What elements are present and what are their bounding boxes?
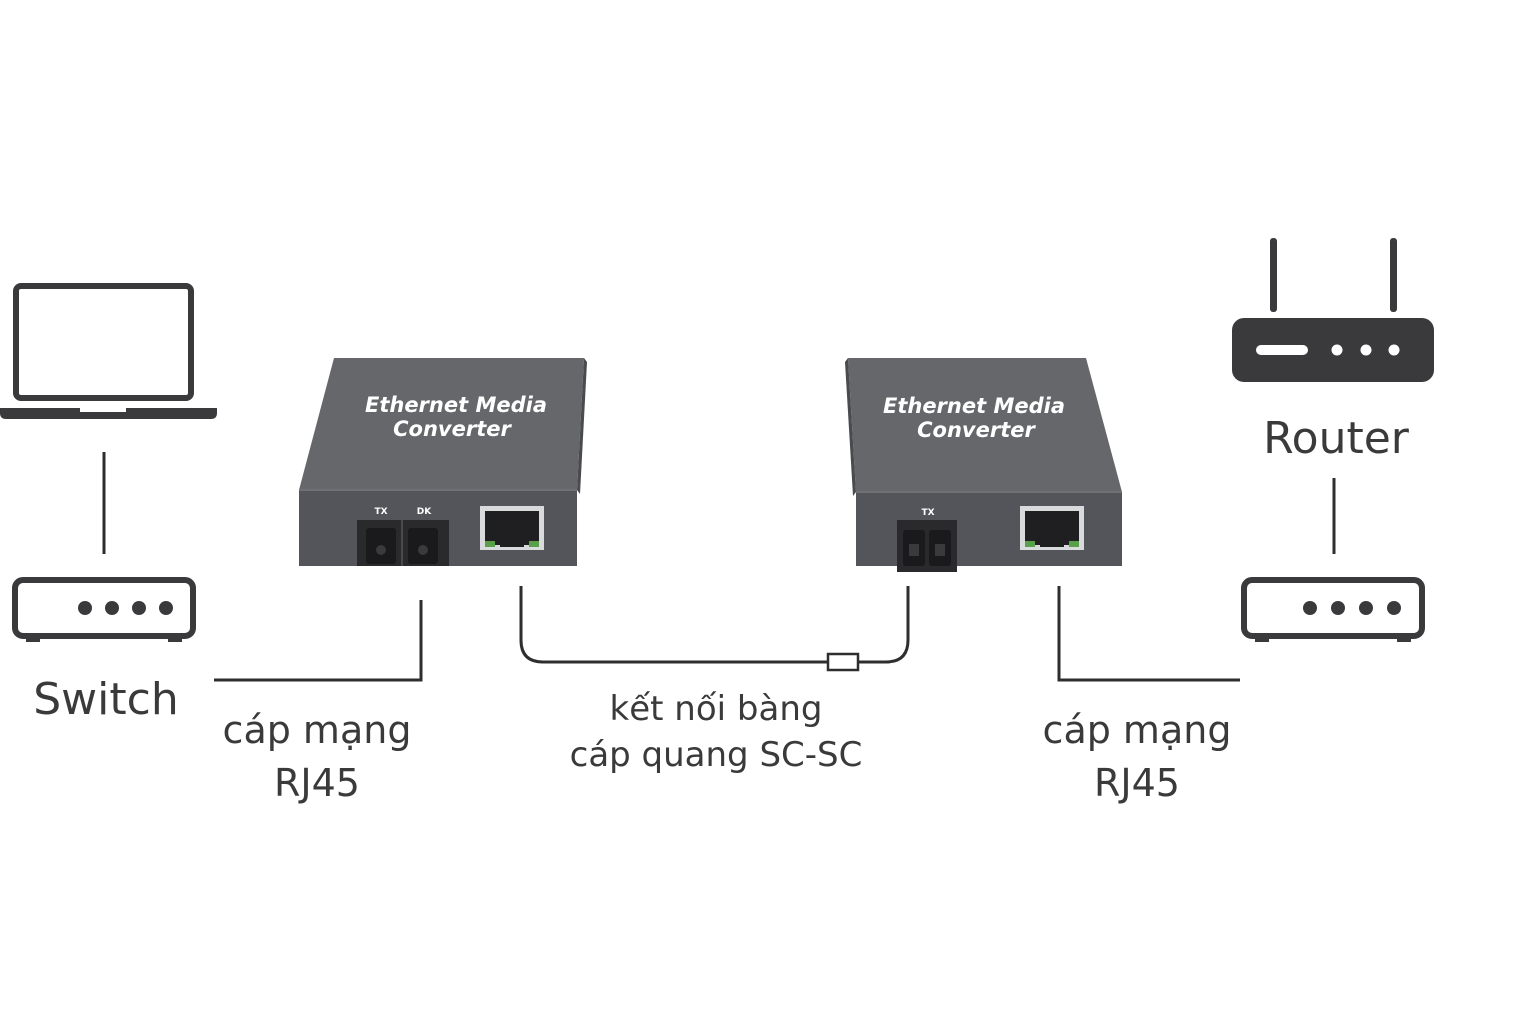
fiber-label-line1: kết nối bàng xyxy=(610,689,823,729)
port-rx-label-left: DK xyxy=(417,507,432,517)
sc-fiber-port-left xyxy=(357,520,449,566)
converter-right-title-line1: Ethernet Media xyxy=(883,394,1065,418)
left-cable-label-line2: RJ45 xyxy=(274,761,360,805)
port-tx-label-right: TX xyxy=(921,508,934,518)
media-converter-right: Ethernet Media Converter TX xyxy=(845,358,1122,572)
fiber-cable xyxy=(519,586,910,664)
fiber-label-line2: cáp quang SC-SC xyxy=(570,735,863,775)
router-label: Router xyxy=(1263,413,1410,464)
switch-icon xyxy=(12,577,196,642)
router-icon xyxy=(1232,238,1434,382)
converter-left-title-line1: Ethernet Media xyxy=(365,393,547,417)
converter-right-title-line2: Converter xyxy=(917,418,1036,442)
rj45-port-right xyxy=(1020,506,1084,550)
fiber-coupler xyxy=(826,652,860,672)
switch-label: Switch xyxy=(33,674,178,725)
right-rj45-cable xyxy=(1057,586,1240,682)
right-cable-label-line2: RJ45 xyxy=(1094,761,1180,805)
rj45-port-left xyxy=(480,506,544,550)
right-cable-label-line1: cáp mạng xyxy=(1043,708,1232,752)
switch-icon-right xyxy=(1241,577,1425,642)
left-rj45-cable xyxy=(214,600,423,682)
port-tx-label-left: TX xyxy=(374,507,387,517)
converter-left-title-line2: Converter xyxy=(393,417,512,441)
laptop-icon xyxy=(0,283,217,419)
media-converter-left: Ethernet Media Converter TX DK xyxy=(299,358,587,566)
left-cable-label-line1: cáp mạng xyxy=(223,708,412,752)
lc-fiber-port-right xyxy=(897,520,957,572)
